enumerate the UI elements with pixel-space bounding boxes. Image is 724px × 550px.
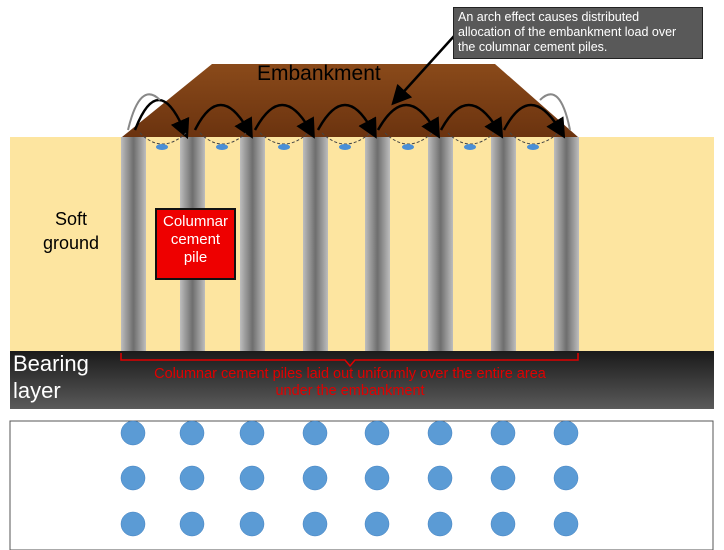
plan-pile-dot: [120, 511, 146, 537]
arch-arrow: [133, 98, 190, 140]
plan-pile-dot: [427, 511, 453, 537]
arch-effect-callout: An arch effect causes distributed alloca…: [453, 7, 703, 59]
embankment-label: Embankment: [257, 62, 381, 85]
pile: [428, 137, 453, 351]
plan-pile-dot: [179, 465, 205, 491]
soft-ground-layer: [10, 137, 714, 351]
arch-arrow-outer-right: [539, 93, 571, 131]
plan-pile-dot: [239, 420, 265, 446]
pile: [491, 137, 516, 351]
plan-pile-dot: [490, 465, 516, 491]
plan-pile-dot: [120, 420, 146, 446]
arch-effect-arrows: [133, 98, 566, 140]
plan-view-piles: [120, 420, 579, 537]
plan-pile-dot: [364, 511, 390, 537]
plan-pile-dot: [490, 420, 516, 446]
bearing-layer-label: Bearing layer: [13, 351, 89, 403]
pile: [303, 137, 328, 351]
plan-pile-dot: [179, 420, 205, 446]
arch-arrow: [502, 103, 566, 139]
plan-pile-dot: [302, 420, 328, 446]
pile-extent-bracket: [120, 353, 579, 368]
arch-arrow: [253, 103, 315, 139]
pile: [121, 137, 146, 351]
pile: [240, 137, 265, 351]
plan-pile-dot: [302, 465, 328, 491]
arch-arrow-outer-left: [127, 93, 161, 131]
plan-view-frame: [9, 420, 714, 550]
plan-pile-dot: [239, 465, 265, 491]
soft-ground-label: Soft ground: [42, 209, 100, 253]
load-dashes: [139, 132, 559, 145]
plan-pile-dot: [364, 420, 390, 446]
pile: [365, 137, 390, 351]
plan-pile-dot: [553, 420, 579, 446]
plan-pile-dot: [302, 511, 328, 537]
plan-pile-dot: [364, 465, 390, 491]
columnar-pile-label: Columnar cement pile: [155, 208, 236, 280]
plan-pile-dot: [239, 511, 265, 537]
plan-pile-dot: [427, 465, 453, 491]
arch-arrow: [193, 103, 253, 139]
load-marks: [156, 144, 539, 150]
plan-pile-dot: [553, 511, 579, 537]
uniform-layout-note: Columnar cement piles laid out uniformly…: [154, 366, 546, 399]
plan-pile-dot: [553, 465, 579, 491]
plan-pile-dot: [120, 465, 146, 491]
plan-pile-dot: [179, 511, 205, 537]
arch-arrow: [439, 103, 504, 139]
plan-pile-dot: [490, 511, 516, 537]
arch-arrow: [316, 103, 377, 139]
callout-pointer: [391, 34, 456, 106]
pile: [554, 137, 579, 351]
plan-pile-dot: [427, 420, 453, 446]
